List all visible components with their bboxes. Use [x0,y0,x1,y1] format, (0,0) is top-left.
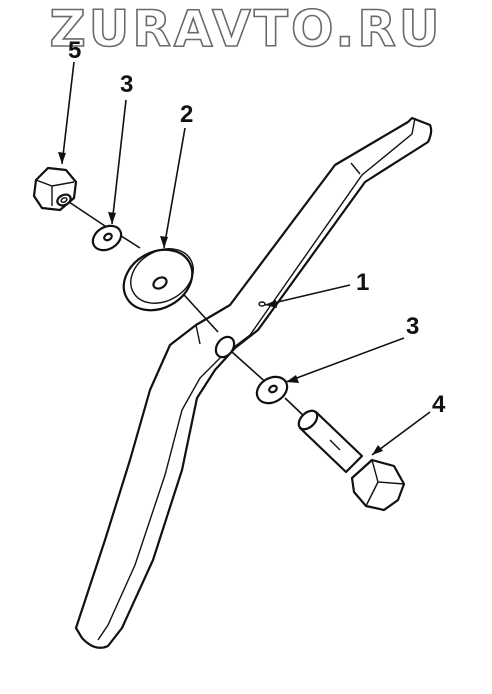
large-washer-part [122,248,194,312]
callout-washer-top: 3 [120,71,133,98]
small-washer-top-part [91,224,123,252]
bracket-part [74,116,433,649]
leader-lines [61,61,431,456]
small-washer-bottom-part [255,375,289,405]
callout-large-washer: 2 [180,101,193,128]
callout-nut: 5 [68,37,81,64]
assembly-axis-line [65,199,307,419]
hex-nut-part [32,166,78,212]
callout-washer-bottom: 3 [406,313,419,340]
callout-bolt: 4 [432,391,446,418]
hex-bolt-part [297,409,406,512]
leader-arrowheads [58,152,383,455]
callout-bracket: 1 [356,269,369,296]
watermark-text: ZURAVTO.RU [50,0,443,58]
